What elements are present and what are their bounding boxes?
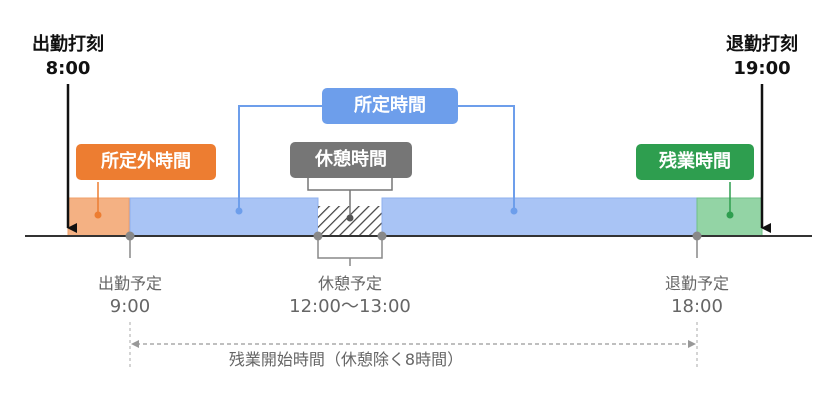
- clock-in-time: 8:00: [45, 58, 91, 79]
- end-marker-dot: [692, 231, 702, 241]
- span-arrow-head-right: [688, 340, 696, 348]
- break-start-dot: [313, 231, 323, 241]
- outside-dot: [94, 211, 102, 219]
- span-arrow-head-left: [131, 340, 139, 348]
- clock-in-title: 出勤打刻: [32, 34, 104, 55]
- scheduled-bar-afternoon: [381, 197, 698, 237]
- clock-in-label: 出勤打刻 8:00: [18, 33, 118, 81]
- clock-out-title: 退勤打刻: [726, 34, 798, 55]
- clock-out-time: 19:00: [733, 58, 791, 79]
- outside-time-badge: 所定外時間: [76, 144, 216, 180]
- overtime-badge: 残業時間: [636, 144, 754, 180]
- break-end-dot: [377, 231, 387, 241]
- overtime-dot: [726, 211, 734, 219]
- scheduled-bar-morning: [129, 197, 319, 237]
- scheduled-time-badge: 所定時間: [322, 88, 458, 124]
- scheduled-end-title: 退勤予定: [664, 274, 729, 293]
- clock-out-label: 退勤打刻 19:00: [712, 33, 812, 81]
- scheduled-dot-right: [510, 207, 518, 215]
- scheduled-break-label: 休憩予定 12:00〜13:00: [270, 274, 430, 320]
- scheduled-break-title: 休憩予定: [317, 274, 382, 293]
- scheduled-end-time: 18:00: [671, 296, 723, 317]
- scheduled-start-time: 9:00: [109, 296, 151, 317]
- break-range-bracket: [317, 236, 383, 259]
- scheduled-start-label: 出勤予定 9:00: [80, 274, 180, 320]
- break-dot: [346, 214, 354, 222]
- scheduled-start-title: 出勤予定: [97, 274, 162, 293]
- overtime-start-note: 残業開始時間（休憩除く8時間）: [196, 350, 496, 370]
- start-marker-dot: [125, 231, 135, 241]
- scheduled-break-time: 12:00〜13:00: [289, 296, 411, 317]
- break-connector: [307, 178, 393, 191]
- scheduled-dot-left: [235, 207, 243, 215]
- break-time-badge: 休憩時間: [290, 142, 412, 178]
- scheduled-end-label: 退勤予定 18:00: [647, 274, 747, 320]
